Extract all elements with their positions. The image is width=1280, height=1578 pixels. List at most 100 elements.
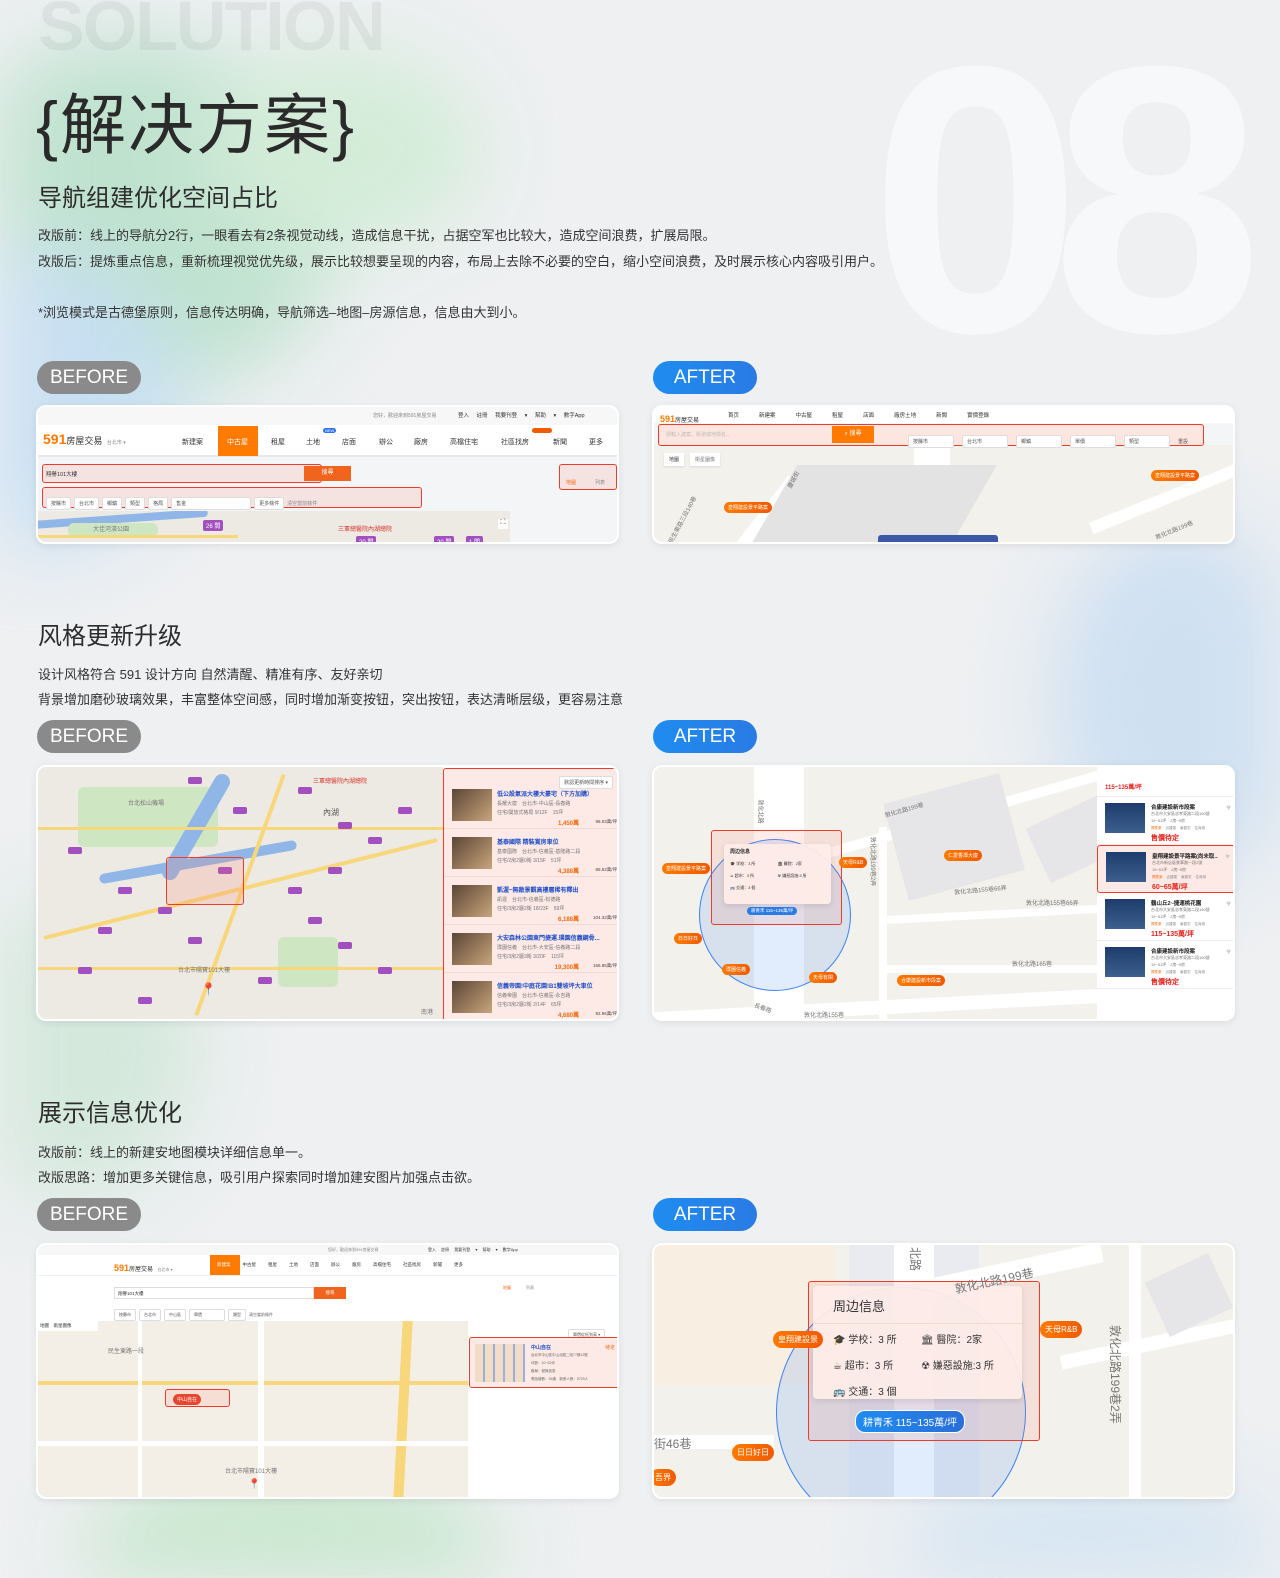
project-pin[interactable]: 皇翔建設景平路案	[662, 863, 711, 874]
listing-count-marker[interactable]	[338, 942, 352, 949]
filter-type[interactable]: 類型	[1124, 435, 1170, 448]
listing-count-marker[interactable]	[328, 867, 342, 874]
filter-type[interactable]: 類型	[228, 1309, 246, 1321]
listing-count-marker[interactable]	[78, 967, 92, 974]
listing-card[interactable]: 信義帝園!中庭花園!B1雙坡坪大車位 信義帝園 台北市-信義區-永吉路 住宅/3…	[444, 973, 617, 1019]
fullscreen-icon[interactable]: ⛶	[498, 519, 508, 529]
listing-count-marker[interactable]: 26 間	[203, 520, 224, 531]
project-pin[interactable]: 日日好日	[732, 1444, 774, 1461]
listing-title[interactable]: 基泰國際 精裝賞房車位	[497, 840, 559, 846]
filter-city[interactable]: 台北市	[139, 1309, 161, 1321]
listing-title[interactable]: 凱渥~無敵景觀高樓層稀有釋出	[497, 888, 579, 894]
nav-factory[interactable]: 廠房	[352, 1262, 361, 1267]
search-input[interactable]: 翔譽101大樓	[114, 1287, 314, 1299]
login-link[interactable]: 登入	[458, 413, 470, 419]
more-filters[interactable]: 更多條件	[254, 497, 285, 510]
listing-count-marker[interactable]	[98, 927, 112, 934]
map-view-toggle[interactable]: 地圖	[503, 1285, 511, 1290]
filter-price[interactable]: 售金	[171, 497, 252, 510]
project-price-label[interactable]: 耕青禾 115~135萬/坪	[747, 907, 798, 915]
nav-more[interactable]: 更多	[589, 439, 603, 446]
filter-type[interactable]: 類型	[125, 497, 146, 510]
listing-count-marker[interactable]	[298, 787, 312, 794]
nav-price-registry[interactable]: 實價登錄	[967, 413, 990, 419]
listing-count-marker[interactable]	[188, 777, 202, 784]
nav-office[interactable]: 辦公	[331, 1262, 340, 1267]
listing-count-marker[interactable]	[188, 937, 202, 944]
listing-card[interactable]: 基泰國際 精裝賞房車位 基泰國際 台北市-信義區-基隆路二段 住宅/2房2廳0衛…	[444, 829, 617, 877]
logo[interactable]: 591房屋交易 台北市 ▾	[114, 1263, 173, 1273]
listing-count-marker[interactable]	[288, 887, 302, 894]
listing-count-marker[interactable]	[158, 907, 172, 914]
map[interactable]: 地圖 衛星圖像 民生東路一段 中山自在 台北市陽寶101大樓 📍	[38, 1321, 468, 1497]
post-link[interactable]: 我要刊登 ▾	[454, 1247, 478, 1252]
project-pin[interactable]: 中山自在	[173, 1394, 202, 1405]
map[interactable]: 皇翔建設景平路案 皇翔建設景平路案 民生東路三段140巷 慶城街 敦化北路199…	[654, 445, 1233, 542]
map-view-toggle[interactable]: 地圖	[566, 480, 577, 486]
listing-count-marker[interactable]: 1 間	[466, 536, 484, 542]
post-link[interactable]: 我要刊登 ▾	[495, 413, 528, 419]
filter-town[interactable]: 鄉鎮	[102, 497, 123, 510]
listing-count-marker[interactable]	[138, 997, 152, 1004]
nav-shop[interactable]: 店面	[342, 439, 356, 446]
listing-card[interactable]: 低公設氣派大樓大豪宅（下方加購） 長耀大廈 台北市-中山區-長春路 住宅/開放式…	[444, 781, 617, 829]
project-pin[interactable]: 皇翔建設景	[773, 1331, 823, 1348]
nav-rent[interactable]: 租屋	[832, 413, 844, 419]
filter-layout[interactable]: 格局	[148, 497, 169, 510]
nav-used-house[interactable]: 中古屋	[227, 439, 248, 446]
filter-county[interactable]: 按縣市	[114, 1309, 136, 1321]
heart-icon[interactable]: ♥	[1225, 852, 1230, 861]
listing-count-marker[interactable]	[233, 807, 247, 814]
nav-land[interactable]: 土地	[289, 1262, 298, 1267]
location-pin-icon[interactable]: 📍	[201, 982, 216, 996]
listing-count-marker[interactable]	[398, 807, 412, 814]
filter-city[interactable]: 台北市	[74, 497, 100, 510]
listing-title[interactable]: 低公設氣派大樓大豪宅（下方加購）	[497, 792, 594, 798]
listing-title[interactable]: 信義帝園!中庭花園!B1雙坡坪大車位	[497, 984, 593, 990]
register-link[interactable]: 註冊	[441, 1247, 450, 1252]
search-button[interactable]: 搜尋	[304, 466, 351, 481]
listing-card[interactable]: 大安森林公園東門捷運.璞園信義鋼骨... 璞園信義 台北市-大安區-信義路二段 …	[444, 925, 617, 973]
listing-count-marker[interactable]	[378, 967, 392, 974]
nav-luxury[interactable]: 高檔住宅	[450, 439, 478, 446]
filter-unit-price[interactable]: 單價	[189, 1309, 225, 1321]
nav-luxury[interactable]: 高檔住宅	[373, 1262, 391, 1267]
clear-filters[interactable]: 清空當前條件	[287, 501, 318, 507]
nav-more[interactable]: 更多	[454, 1262, 463, 1267]
listing-count-marker[interactable]	[218, 867, 232, 874]
project-pin[interactable]: 吾界	[654, 1469, 676, 1486]
listing-count-marker[interactable]: 20 間	[356, 536, 377, 542]
nav-new-build[interactable]: 新建案	[182, 439, 203, 446]
help-link[interactable]: 幫助 ▾	[534, 413, 557, 419]
project-title[interactable]: 鶴山丘2~捷運桃花園	[1151, 901, 1202, 907]
login-link[interactable]: 登入	[428, 1247, 436, 1252]
register-link[interactable]: 註冊	[476, 413, 488, 419]
filter-district[interactable]: 中山區	[164, 1309, 186, 1321]
nav-shop[interactable]: 店面	[310, 1262, 319, 1267]
listing-card[interactable]: 中山自在 待定 台北市中山區中山北路二段77巷12號 坪數：10~20坪 格局：…	[469, 1337, 617, 1388]
project-price-label[interactable]: 耕青禾 115~135萬/坪	[855, 1410, 966, 1433]
map[interactable]: 周边信息 🎓 学校：3 所 🏛 醫院：2家 ☕ 超市：3 所 ☢ 嫌惡設施:3 …	[654, 1245, 1233, 1497]
project-card[interactable]: 合康建設新市段案 台北市大安區忠孝東路二段190號 19~51坪 2房~5房 預…	[1097, 797, 1233, 845]
search-input[interactable]: 請輸入建案、街道或地標名...	[666, 432, 731, 438]
filter-county[interactable]: 按縣市	[908, 435, 954, 448]
nav-news[interactable]: 新聞	[936, 413, 948, 419]
filter-city[interactable]: 台北市	[962, 435, 1008, 448]
project-card[interactable]: 鶴山丘2~捷運桃花園 台北市大安區忠孝東路二段190號 19~51坪 2房~5房…	[1097, 893, 1233, 941]
listing-count-marker[interactable]	[258, 977, 272, 984]
nav-community[interactable]: 社區找房	[403, 1262, 421, 1267]
nav-rent[interactable]: 租屋	[268, 1262, 277, 1267]
nav-factory[interactable]: 廠房	[414, 439, 428, 446]
map-tab[interactable]: 地圖	[664, 453, 685, 466]
nav-used-house[interactable]: 中古屋	[242, 1262, 257, 1267]
nav-rent[interactable]: 租屋	[271, 439, 285, 446]
nav-used-house[interactable]: 中古屋	[795, 413, 813, 419]
sort-select[interactable]: 默認更新時間排序 ▾	[559, 776, 613, 789]
project-pin[interactable]: 璞園信義	[722, 964, 751, 975]
nav-news[interactable]: 新聞	[433, 1262, 442, 1267]
filter-town[interactable]: 鄉鎮	[1016, 435, 1062, 448]
listing-count-marker[interactable]	[368, 837, 382, 844]
app-link[interactable]: 數字App	[502, 1247, 518, 1252]
listing-count-marker[interactable]	[118, 887, 132, 894]
listing-count-marker[interactable]: 20 間	[434, 536, 455, 542]
